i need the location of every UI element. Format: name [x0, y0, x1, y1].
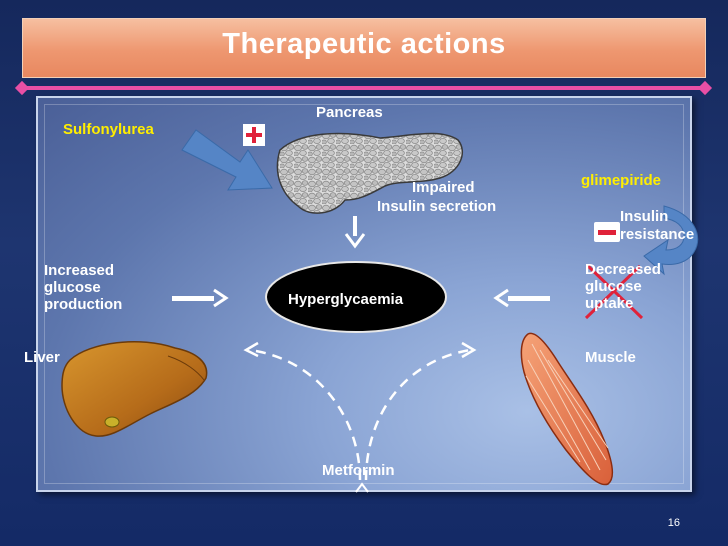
title-bar [22, 18, 706, 78]
muscle-illustration [520, 332, 614, 486]
resistance-label: resistance [620, 226, 695, 243]
page-number: 16 [667, 517, 680, 529]
metformin-label: Metformin [322, 462, 395, 479]
title-divider [22, 86, 706, 90]
liver-illustration [61, 341, 208, 437]
glucose-label-right: glucose [585, 278, 642, 295]
right-arrow-liver [172, 288, 229, 308]
uptake-label: uptake [585, 295, 634, 312]
impaired-label: Impaired [412, 179, 475, 196]
production-label: production [44, 296, 123, 313]
insulin-secretion-label: Insulin secretion [377, 198, 497, 215]
sulfonylurea-arrow [181, 129, 273, 191]
glimepiride-label: glimepiride [581, 172, 662, 189]
muscle-label: Muscle [585, 349, 636, 366]
metformin-dashed-arrows [243, 341, 477, 493]
plus-sign-icon [243, 124, 265, 146]
insulin-label: Insulin [620, 208, 669, 225]
pancreas-illustration [276, 132, 463, 214]
down-arrow-pancreas [344, 216, 366, 249]
sulfonylurea-label: Sulfonylurea [63, 121, 154, 138]
insulin-resistance-curved-arrow [643, 205, 699, 276]
minus-sign-icon [594, 222, 620, 242]
diagram-panel-border [44, 104, 684, 484]
hyperglycaemia-ellipse [265, 261, 447, 333]
pancreas-label: Pancreas [316, 104, 383, 121]
increased-label: Increased [44, 262, 115, 279]
slide-title: Therapeutic actions [222, 28, 506, 60]
hyperglycaemia-label: Hyperglycaemia [288, 291, 404, 308]
left-arrow-muscle [493, 288, 550, 308]
glucose-label-left: glucose [44, 279, 101, 296]
decreased-label: Decreased [585, 261, 661, 278]
red-cross-icon [584, 264, 644, 320]
liver-label: Liver [24, 349, 60, 366]
